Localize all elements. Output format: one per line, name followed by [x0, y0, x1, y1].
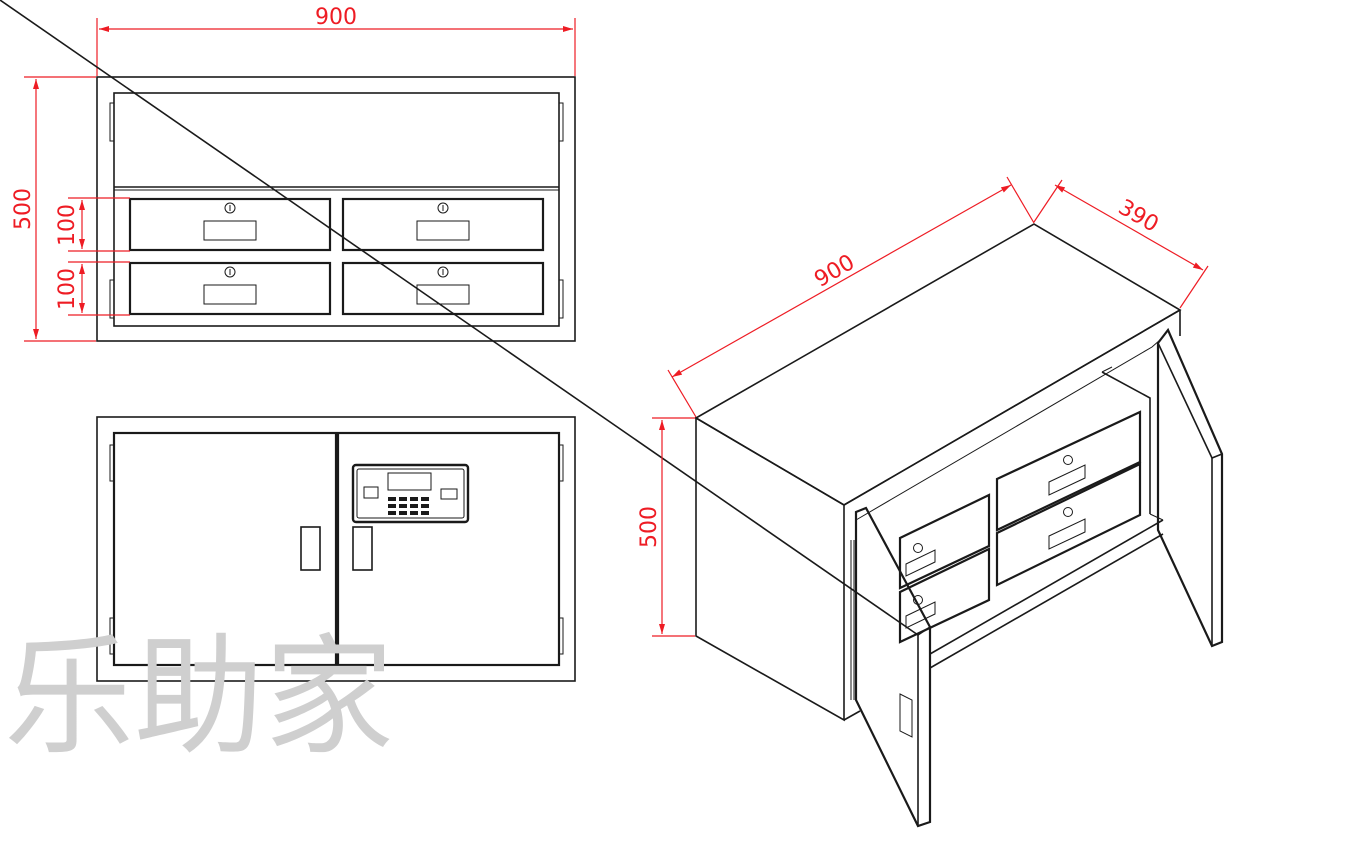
hinge-icon — [109, 102, 115, 142]
right-door — [336, 431, 561, 667]
door-handle — [899, 693, 913, 738]
dim-label-width: 900 — [315, 5, 357, 30]
dim-label-iso-length: 900 — [810, 250, 859, 293]
iso-right-door-open — [1156, 327, 1224, 648]
hinge-icon — [109, 444, 115, 482]
dim-label-row2: 100 — [55, 268, 80, 310]
dim-iso-depth: 390 — [1033, 179, 1209, 309]
lock-icon — [437, 202, 449, 214]
hinge-icon — [558, 444, 564, 482]
dim-label-iso-depth: 390 — [1114, 195, 1163, 238]
hinge-icon — [558, 102, 564, 142]
left-door — [112, 431, 338, 667]
lock-icon — [224, 202, 236, 214]
right-door-handle — [352, 526, 373, 571]
iso-drawer-upper-left — [898, 493, 991, 590]
front-view-open: 900 500 100 100 — [11, 5, 576, 342]
label-slot — [416, 284, 470, 305]
drawer-top-left — [128, 197, 332, 252]
hinge-icon — [109, 279, 115, 319]
dim-label-row1: 100 — [55, 204, 80, 246]
cabinet-outline — [96, 416, 576, 682]
cabinet-inner-frame — [113, 92, 560, 327]
lock-icon — [913, 543, 923, 553]
drawer-bottom-left — [128, 261, 332, 316]
lock-icon — [1063, 507, 1073, 517]
lock-icon — [224, 266, 236, 278]
label-slot — [203, 220, 257, 241]
dim-height-front: 500 — [11, 76, 96, 342]
dim-iso-length: 900 — [667, 176, 1035, 418]
hinge-icon — [558, 279, 564, 319]
watermark-text: 乐助家 — [4, 621, 394, 773]
label-slot — [416, 220, 470, 241]
iso-drawer-upper-right — [995, 410, 1142, 532]
dim-drawer-rows: 100 100 — [55, 197, 130, 316]
lock-icon — [437, 266, 449, 278]
drawer-bottom-right — [341, 261, 545, 316]
iso-drawer-lower-right — [995, 462, 1142, 587]
keypad-lock-icon — [351, 463, 470, 524]
left-door-handle — [300, 526, 321, 571]
iso-left-door-open — [0, 0, 932, 828]
cabinet-top-face — [694, 223, 1182, 506]
cabinet-outline — [96, 76, 576, 342]
drawer-top-right — [341, 197, 545, 252]
hinge-icon — [109, 617, 115, 655]
lock-icon — [1063, 455, 1073, 465]
dim-iso-height: 500 — [637, 417, 695, 637]
isometric-view: 900 390 500 — [0, 0, 1224, 828]
dim-width-front: 900 — [96, 5, 576, 76]
dim-label-iso-height: 500 — [637, 506, 662, 548]
keypad-display — [387, 472, 432, 491]
label-slot — [203, 284, 257, 305]
hinge-icon — [558, 617, 564, 655]
front-view-closed — [96, 416, 576, 682]
dim-label-height: 500 — [11, 188, 36, 230]
